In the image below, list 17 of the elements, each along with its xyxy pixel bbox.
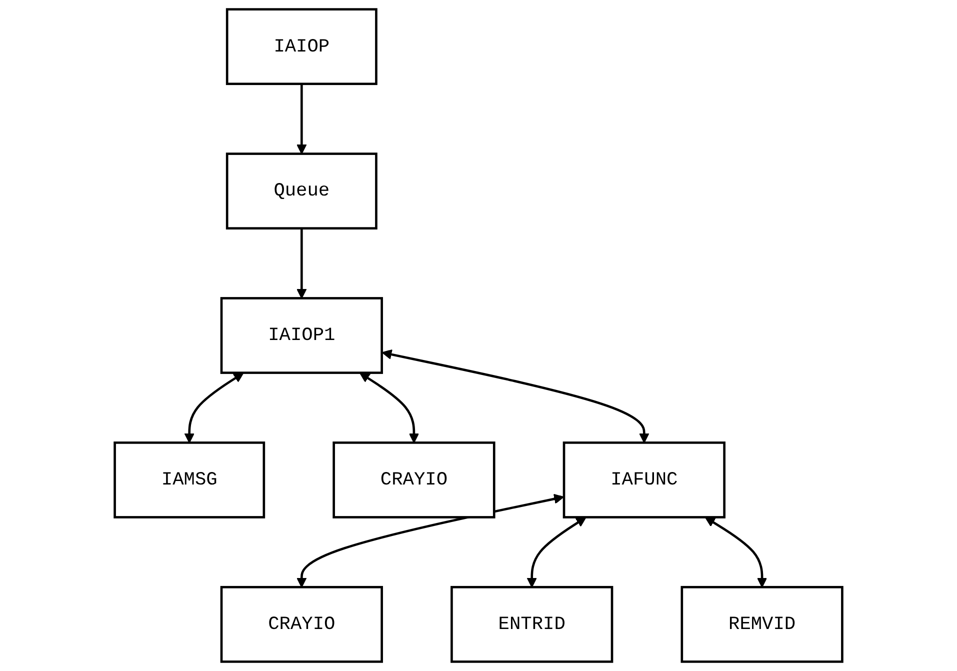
node-box: CRAYIO xyxy=(332,442,496,518)
node-box: REMVID xyxy=(680,586,844,663)
arrow xyxy=(184,372,244,444)
arrow xyxy=(296,84,307,154)
node-box: IAIOP xyxy=(226,8,378,86)
node-box: IAMSG xyxy=(114,442,266,518)
arrow xyxy=(704,517,768,588)
arrow xyxy=(382,349,650,444)
arrow xyxy=(360,372,420,444)
node-box: IAFUNC xyxy=(562,442,726,518)
node-box: ENTRID xyxy=(450,586,614,663)
arrow xyxy=(296,494,564,588)
node-box: Queue xyxy=(226,152,378,230)
arrow xyxy=(296,228,307,299)
node-box: CRAYIO xyxy=(220,586,383,663)
node-box: IAIOP1 xyxy=(220,297,383,374)
arrow xyxy=(526,517,586,588)
